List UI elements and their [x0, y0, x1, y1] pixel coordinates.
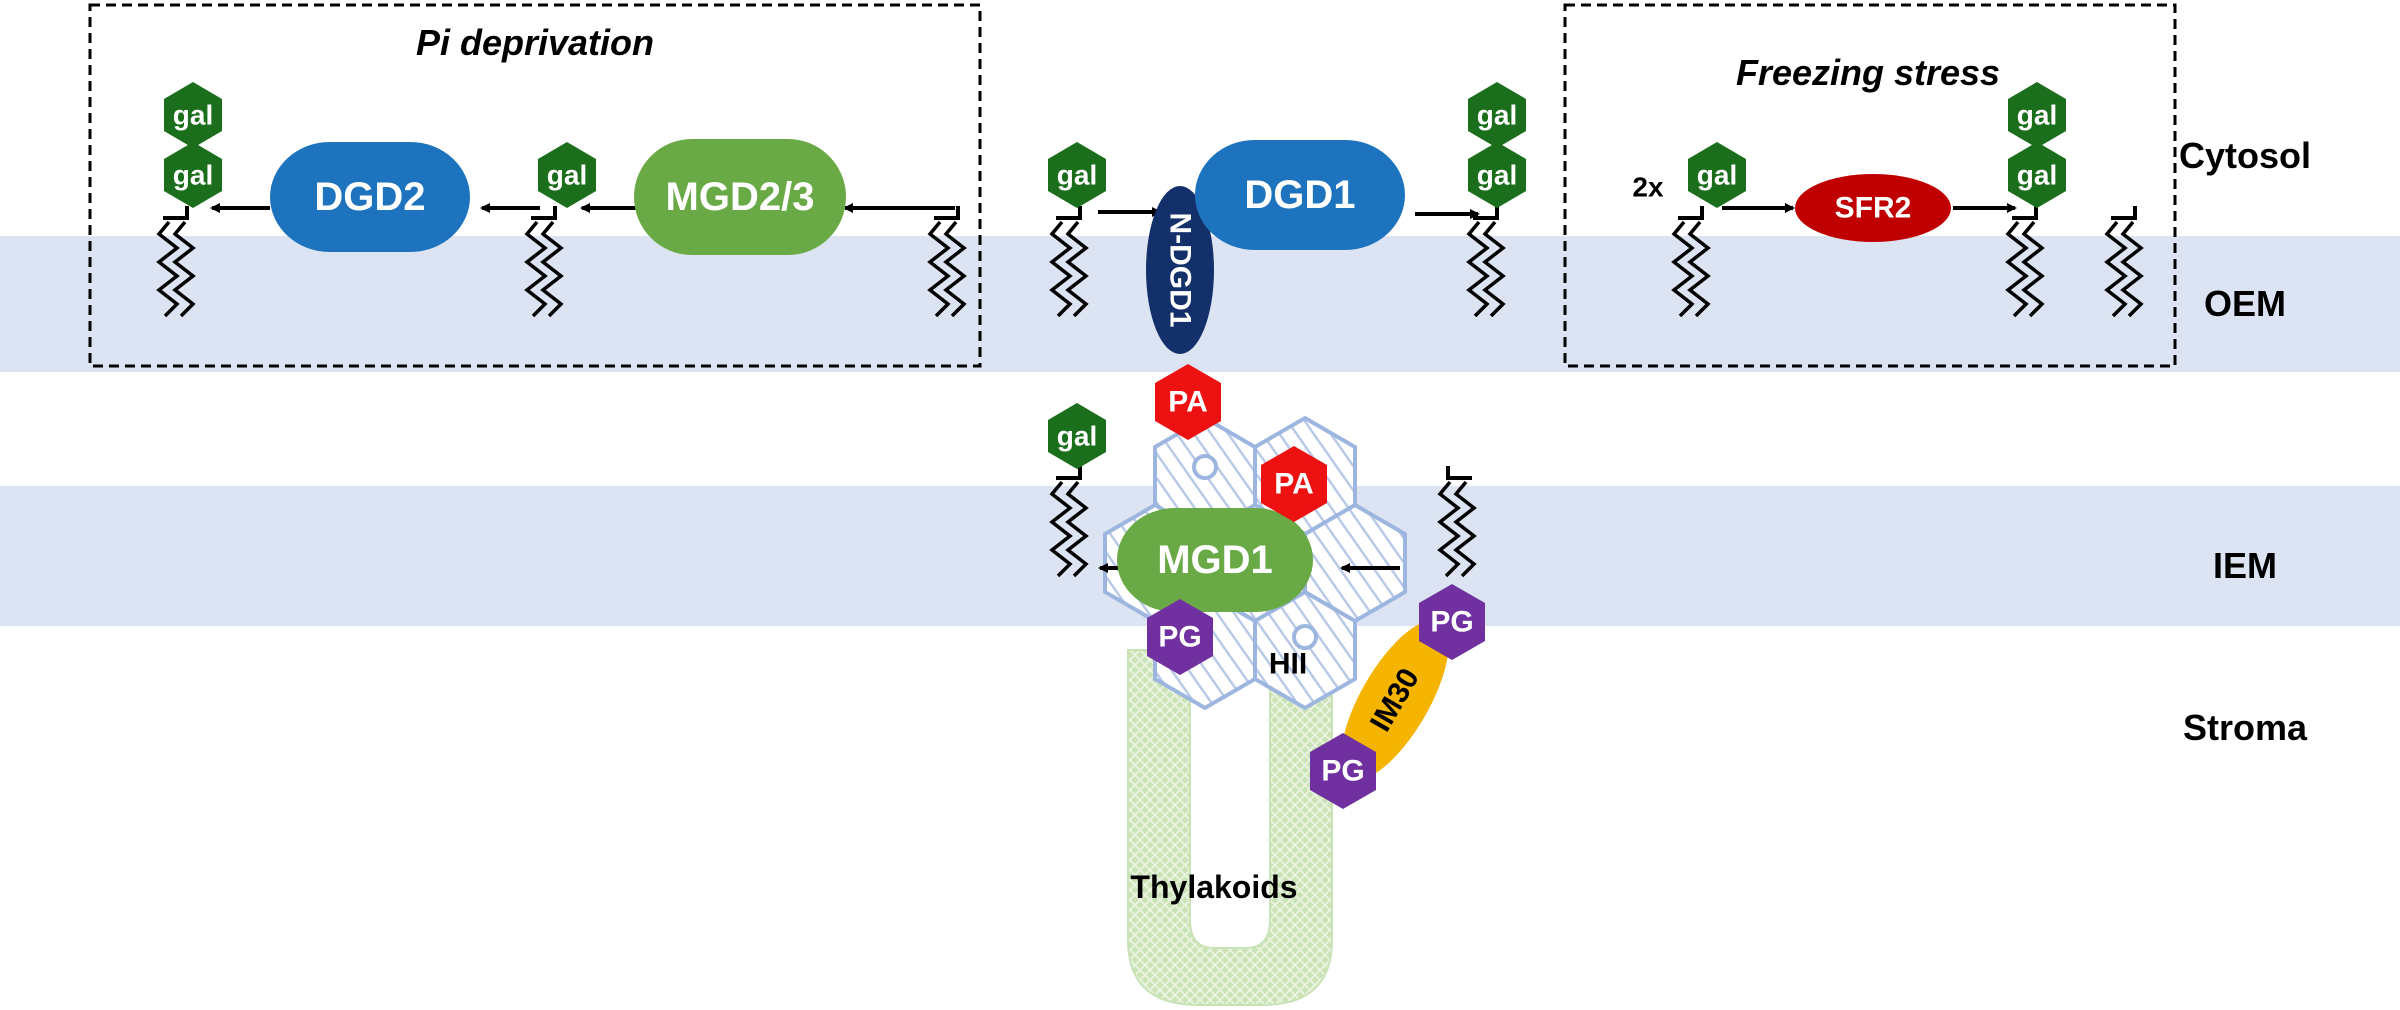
dgd2-enzyme: DGD2 — [270, 142, 470, 252]
im30-protein: IM30 — [1341, 620, 1449, 780]
svg-text:MGD2/3: MGD2/3 — [666, 175, 815, 219]
oem-label: OEM — [2204, 283, 2286, 324]
sfr2-enzyme: SFR2 — [1795, 174, 1951, 242]
svg-text:PG: PG — [1321, 755, 1364, 788]
freezing-stress-title: Freezing stress — [1736, 52, 2000, 93]
gal-headgroup: gal — [2008, 142, 2066, 208]
gal-headgroup: gal — [538, 142, 596, 208]
pg-lipid: PG — [1310, 733, 1376, 809]
svg-text:gal: gal — [1697, 160, 1737, 191]
svg-text:gal: gal — [173, 100, 213, 131]
svg-text:gal: gal — [1477, 100, 1517, 131]
svg-text:PA: PA — [1274, 468, 1313, 501]
two-x-label: 2x — [1632, 172, 1664, 203]
hii-pore — [1192, 454, 1218, 480]
gal-headgroup: gal — [1048, 142, 1106, 208]
svg-text:MGD1: MGD1 — [1157, 538, 1273, 582]
svg-text:N-DGD1: N-DGD1 — [1164, 212, 1197, 327]
hii-pore — [1292, 624, 1318, 650]
gal-headgroup: gal — [2008, 82, 2066, 148]
svg-text:SFR2: SFR2 — [1835, 192, 1912, 225]
gal-headgroup: gal — [164, 82, 222, 148]
svg-text:gal: gal — [1057, 421, 1097, 452]
cytosol-label: Cytosol — [2179, 135, 2311, 176]
pa-lipid: PA — [1155, 364, 1221, 440]
svg-text:gal: gal — [2017, 100, 2057, 131]
dgd1-enzyme: DGD1 — [1195, 140, 1405, 250]
thylakoids-label: Thylakoids — [1130, 869, 1297, 905]
gal-headgroup: gal — [1688, 142, 1746, 208]
svg-text:DGD1: DGD1 — [1244, 173, 1355, 217]
svg-text:PG: PG — [1430, 606, 1473, 639]
svg-text:gal: gal — [1057, 160, 1097, 191]
freezing-stress-box — [1563, 3, 2177, 368]
thylakoid-structure — [1127, 649, 1333, 1006]
iem-label: IEM — [2213, 545, 2277, 586]
stroma-label: Stroma — [2183, 707, 2308, 748]
hii-label: HII — [1269, 648, 1307, 681]
pa-lipid: PA — [1261, 446, 1327, 522]
svg-text:DGD2: DGD2 — [314, 175, 425, 219]
pg-lipid: PG — [1147, 599, 1213, 675]
gal-headgroup: gal — [1468, 82, 1526, 148]
pi-deprivation-title: Pi deprivation — [416, 22, 654, 63]
gal-headgroup: gal — [1048, 403, 1106, 469]
svg-text:PG: PG — [1158, 621, 1201, 654]
svg-text:gal: gal — [1477, 160, 1517, 191]
gal-headgroup: gal — [164, 142, 222, 208]
pi-deprivation-box — [88, 3, 982, 368]
n-dgd1-domain: N-DGD1 — [1146, 186, 1214, 354]
svg-text:gal: gal — [2017, 160, 2057, 191]
svg-text:PA: PA — [1168, 386, 1207, 419]
mgd1-enzyme: MGD1 — [1117, 508, 1313, 612]
gal-headgroup: gal — [1468, 142, 1526, 208]
mgd2-3-enzyme: MGD2/3 — [634, 139, 846, 255]
pg-lipid: PG — [1419, 584, 1485, 660]
svg-text:gal: gal — [547, 160, 587, 191]
svg-text:gal: gal — [173, 160, 213, 191]
